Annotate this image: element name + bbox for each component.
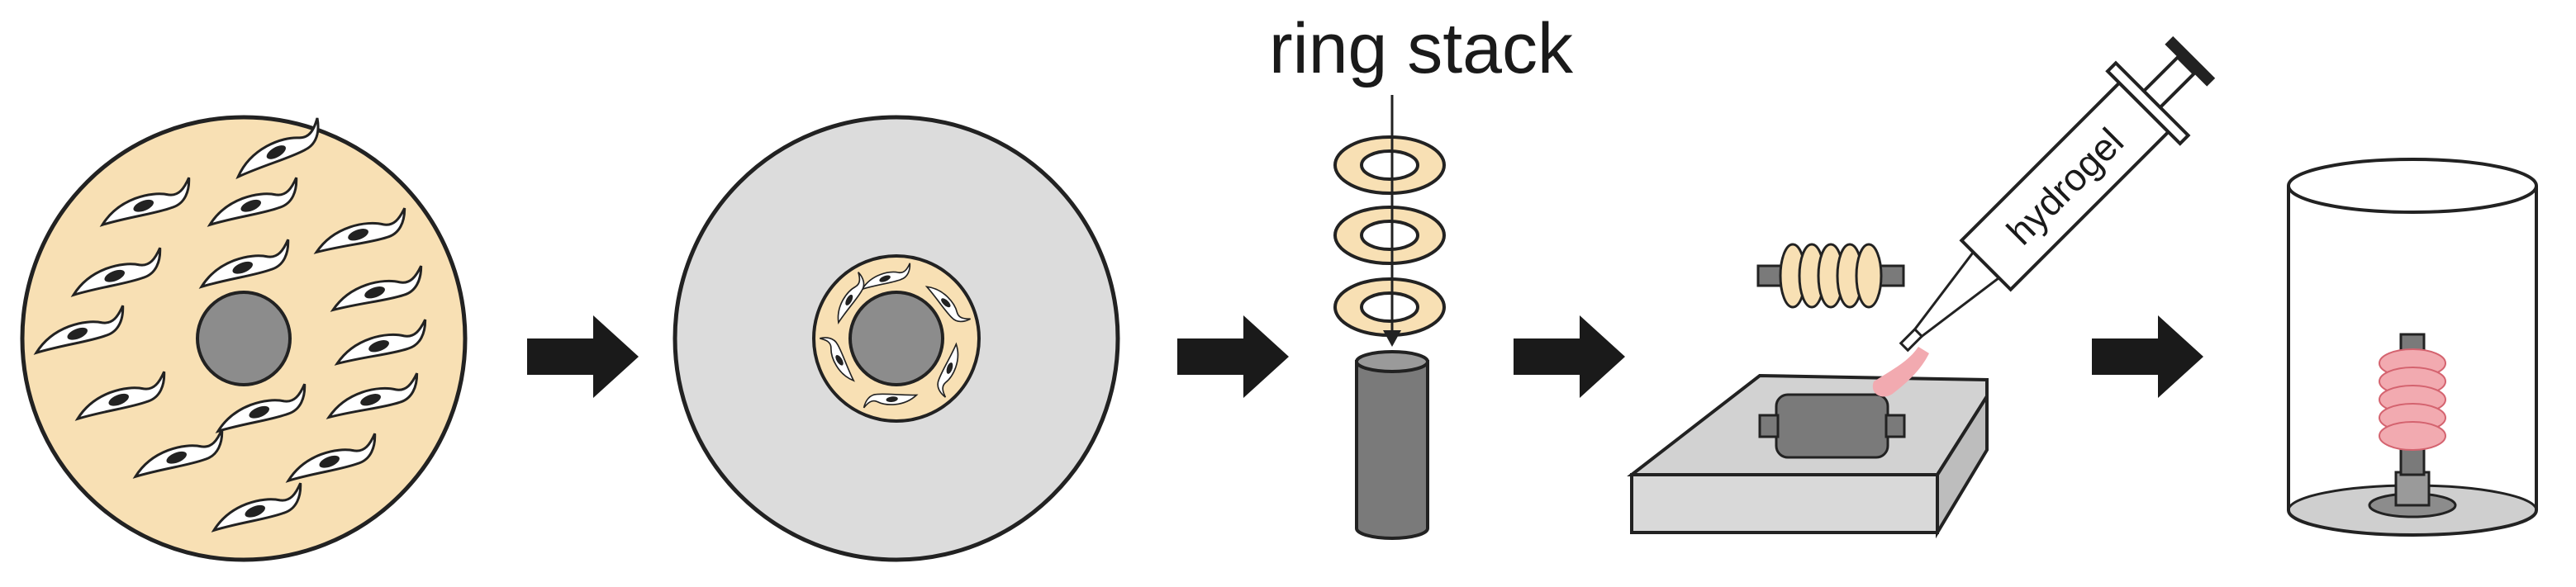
ring (1333, 135, 1446, 195)
mold-cavity-left-stub (1758, 414, 1780, 438)
ring (1333, 206, 1446, 265)
mount-post (2394, 471, 2431, 507)
mold-cavity (1775, 393, 1889, 459)
arrow-right-icon (1177, 315, 1289, 398)
rod-top (1355, 350, 1429, 373)
center-post (196, 291, 292, 386)
cell-ring-icon (673, 115, 1120, 562)
bioreactor-icon (2287, 158, 2538, 537)
arrow-right-icon (1514, 315, 1625, 398)
center-post (848, 291, 944, 386)
container-wall (2287, 186, 2538, 510)
container-top (2287, 158, 2538, 214)
guide-arrowhead (1383, 330, 1401, 347)
container-bottom-front (2287, 509, 2538, 537)
syringe-plunger (2141, 54, 2197, 110)
ring-stack-label: ring stack (1269, 9, 1574, 88)
construct-in-bioreactor (2379, 348, 2446, 451)
plunger-head (2165, 36, 2216, 87)
mold-cavity-right-stub (1884, 414, 1906, 438)
ring-construct-icon (1756, 243, 1905, 309)
construct-ring (1855, 243, 1883, 309)
mold-front (1630, 473, 1939, 534)
hydrogel-stream (1872, 347, 1929, 397)
mold-side (1936, 391, 1989, 539)
ring (1333, 277, 1446, 337)
cell-sheet-icon (20, 115, 468, 562)
ring-stack-icon: ring stack (1269, 9, 1574, 540)
cylinder-rod (1355, 360, 1429, 540)
arrow-right-icon (527, 315, 639, 398)
arrow-right-icon (2092, 315, 2203, 398)
construct-ring (2379, 421, 2446, 451)
mold-icon (1627, 347, 1989, 539)
syringe-icon: hydrogel (1899, 36, 2216, 353)
